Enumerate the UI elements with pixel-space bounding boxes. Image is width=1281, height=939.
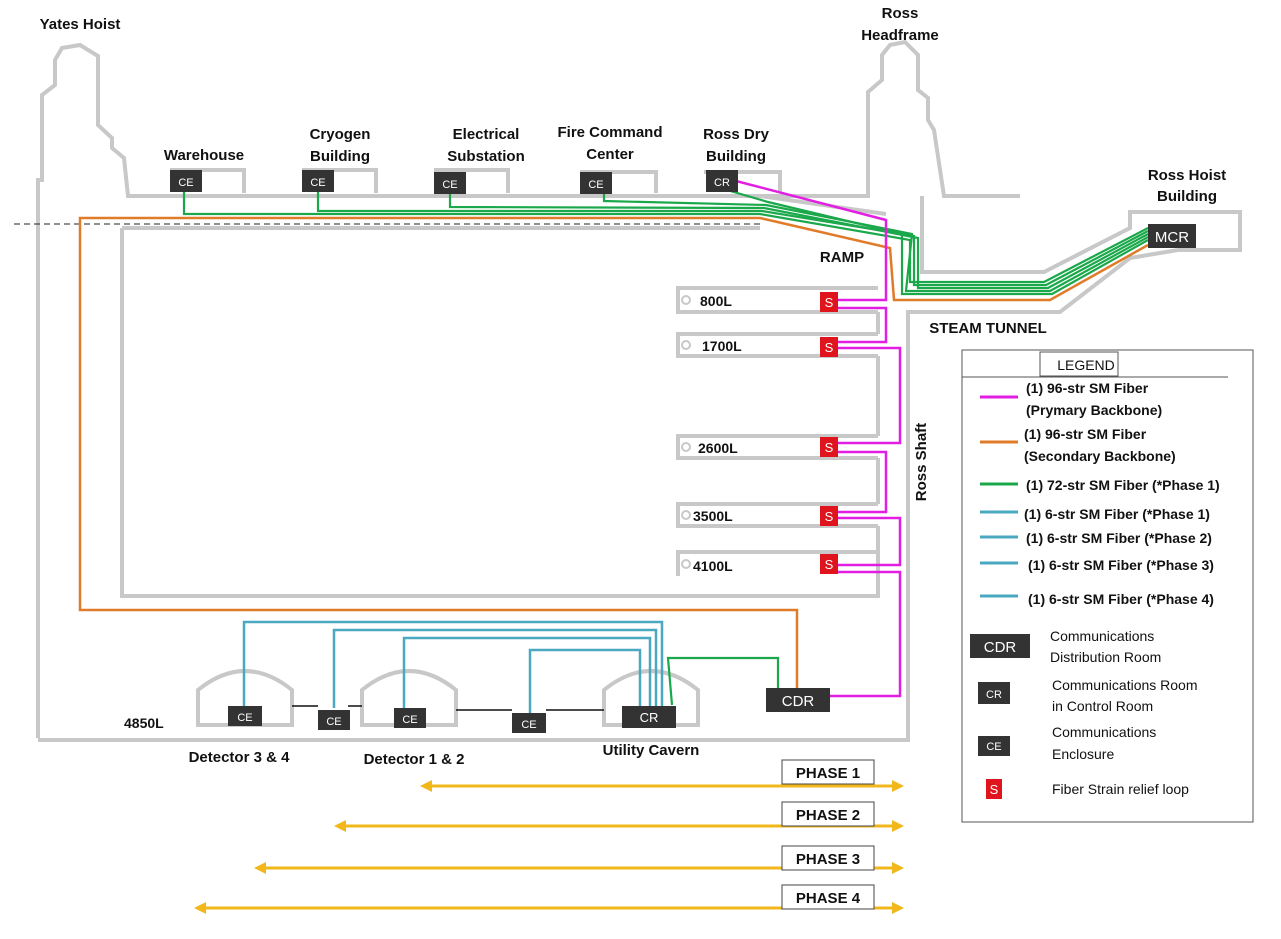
legend-cdr-tag: CDR — [984, 639, 1017, 656]
rosshoist-label-2: Building — [1157, 188, 1217, 205]
legend-title: LEGEND — [1057, 357, 1115, 373]
mcr-box — [1148, 224, 1196, 248]
phase2-label: PHASE 2 — [796, 807, 860, 824]
level-hoist-markers — [681, 295, 691, 569]
legend-cdr-1: Communications — [1050, 628, 1154, 644]
fire-label-1: Fire Command — [557, 124, 662, 141]
cavern-connectors — [292, 705, 604, 711]
steam-tunnel-label: STEAM TUNNEL — [929, 320, 1047, 337]
level-3500-label: 3500L — [693, 508, 733, 524]
cr-utility-label: CR — [640, 710, 659, 725]
phase4-label: PHASE 4 — [796, 890, 861, 907]
electrical-label-2: Substation — [447, 148, 525, 165]
ce-between-label: CE — [326, 716, 341, 728]
ce-det12-label: CE — [402, 714, 417, 726]
det12-label: Detector 1 & 2 — [364, 751, 465, 768]
legend-ce-2: Enclosure — [1052, 746, 1114, 762]
fire-label-2: Center — [586, 146, 634, 163]
green-fiber-routes — [182, 186, 1149, 706]
legend-cr-2: in Control Room — [1052, 698, 1153, 714]
ce-utility-adj-label: CE — [521, 719, 536, 731]
cr-rossdry-label: CR — [714, 177, 730, 189]
legend-primary-2: (Prymary Backbone) — [1026, 402, 1162, 418]
teal-fiber-routes — [242, 620, 664, 713]
ce-electrical-label: CE — [442, 179, 457, 191]
strain-relief-labels: S S S S S — [825, 295, 834, 572]
electrical-label-1: Electrical — [453, 126, 520, 143]
phase3-label: PHASE 3 — [796, 851, 860, 868]
ce-det34-label: CE — [237, 712, 252, 724]
ce-fire-label: CE — [588, 179, 603, 191]
legend-s-tag: S — [990, 782, 999, 797]
ce-boxes — [170, 170, 612, 733]
legend-teal-1: (1) 6-str SM Fiber (*Phase 1) — [1024, 506, 1210, 522]
ross-headframe-label-1: Ross — [882, 5, 919, 22]
legend-teal-4: (1) 6-str SM Fiber (*Phase 4) — [1028, 591, 1214, 607]
legend-secondary-2: (Secondary Backbone) — [1024, 448, 1176, 464]
legend-teal-3: (1) 6-str SM Fiber (*Phase 3) — [1028, 557, 1214, 573]
cdr-label: CDR — [782, 693, 815, 710]
cr-rossdry-box — [706, 170, 738, 192]
cr-utility-box — [622, 706, 676, 728]
ce-warehouse-label: CE — [178, 177, 193, 189]
rosshoist-label-1: Ross Hoist — [1148, 167, 1226, 184]
svg-text:S: S — [825, 440, 834, 455]
legend-green: (1) 72-str SM Fiber (*Phase 1) — [1026, 477, 1220, 493]
legend-secondary-1: (1) 96-str SM Fiber — [1024, 426, 1147, 442]
legend: LEGEND (1) 96-str SM Fiber (Prymary Back… — [961, 349, 1254, 823]
primary-backbone-route — [735, 179, 902, 698]
level-800-label: 800L — [700, 293, 732, 309]
legend-primary-1: (1) 96-str SM Fiber — [1026, 380, 1149, 396]
cryogen-label-1: Cryogen — [310, 126, 371, 143]
legend-s-1: Fiber Strain relief loop — [1052, 781, 1189, 797]
level-4850-label: 4850L — [124, 715, 164, 731]
level-2600-label: 2600L — [698, 440, 738, 456]
legend-cr-tag: CR — [986, 689, 1002, 701]
legend-ce-tag: CE — [986, 741, 1001, 753]
strain-relief-boxes — [820, 292, 838, 574]
legend-cr-1: Communications Room — [1052, 677, 1198, 693]
level-4100-label: 4100L — [693, 558, 733, 574]
mcr-label: MCR — [1155, 229, 1189, 246]
cdr-box — [766, 688, 830, 712]
legend-teal-2: (1) 6-str SM Fiber (*Phase 2) — [1026, 530, 1212, 546]
svg-text:S: S — [825, 557, 834, 572]
cryogen-label-2: Building — [310, 148, 370, 165]
ramp-label: RAMP — [820, 249, 864, 266]
det34-label: Detector 3 & 4 — [189, 749, 291, 766]
legend-cdr-2: Distribution Room — [1050, 649, 1161, 665]
rossdry-label-1: Ross Dry — [703, 126, 770, 143]
ce-box-labels: CE CE CE CE CE CE CE CE — [178, 177, 603, 731]
svg-text:S: S — [825, 340, 834, 355]
svg-text:S: S — [825, 295, 834, 310]
svg-text:S: S — [825, 509, 834, 524]
ross-headframe-label-2: Headframe — [861, 27, 939, 44]
ross-shaft-label: Ross Shaft — [913, 423, 930, 501]
legend-ce-1: Communications — [1052, 724, 1156, 740]
rossdry-label-2: Building — [706, 148, 766, 165]
level-1700-label: 1700L — [702, 338, 742, 354]
phase1-label: PHASE 1 — [796, 765, 860, 782]
yates-hoist-label: Yates Hoist — [40, 16, 121, 33]
secondary-backbone-route — [78, 216, 1149, 688]
utility-label: Utility Cavern — [603, 742, 700, 759]
phase-boxes — [781, 759, 875, 910]
warehouse-label: Warehouse — [164, 147, 244, 164]
ce-cryogen-label: CE — [310, 177, 325, 189]
